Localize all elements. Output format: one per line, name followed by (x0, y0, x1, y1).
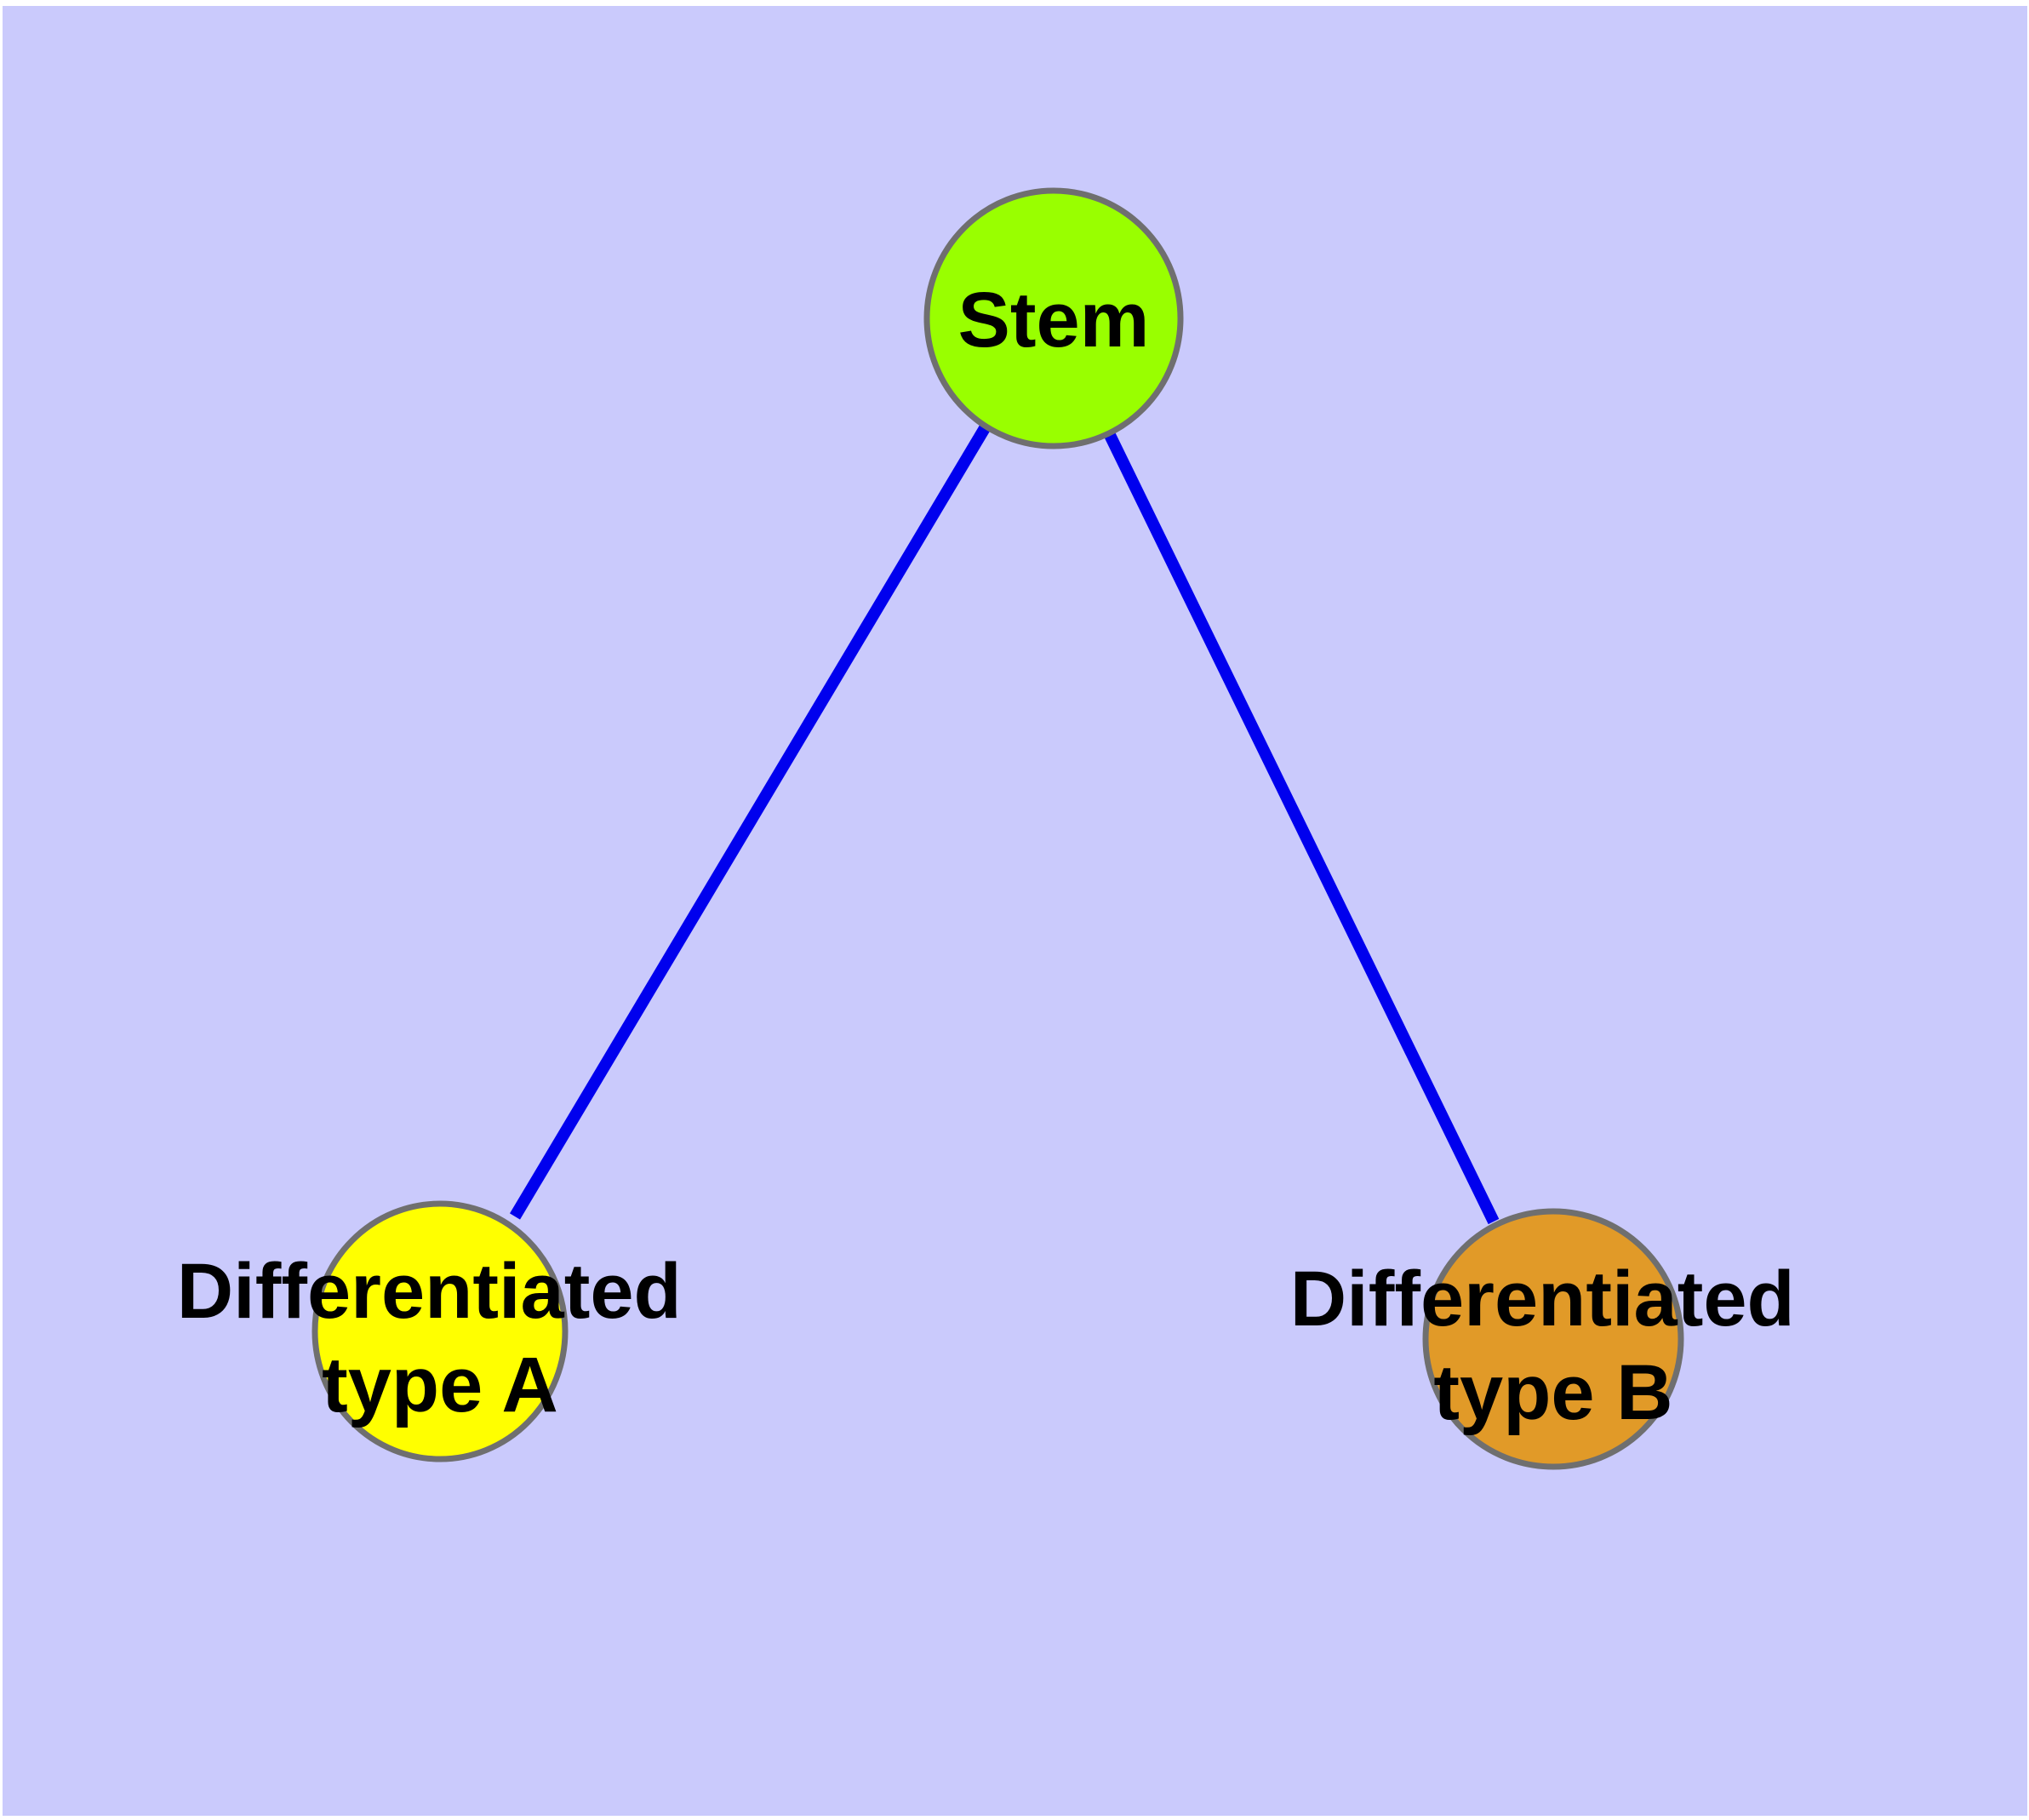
node-type-b-shape (1422, 1208, 1684, 1470)
node-differentiated-type-a: Differentiated type A (177, 1200, 704, 1462)
node-differentiated-type-b: Differentiated type B (1290, 1208, 1817, 1470)
node-type-a-shape (311, 1200, 569, 1462)
edge-stem-to-type-b (1103, 430, 1500, 1225)
node-stem: Stem (923, 187, 1184, 449)
node-type-b-label: Differentiated type B (1290, 1256, 1817, 1436)
node-type-a-label: Differentiated type A (177, 1248, 704, 1428)
node-stem-shape (923, 187, 1184, 449)
node-stem-label: Stem (958, 277, 1150, 363)
edge-stem-to-type-a (509, 425, 991, 1220)
